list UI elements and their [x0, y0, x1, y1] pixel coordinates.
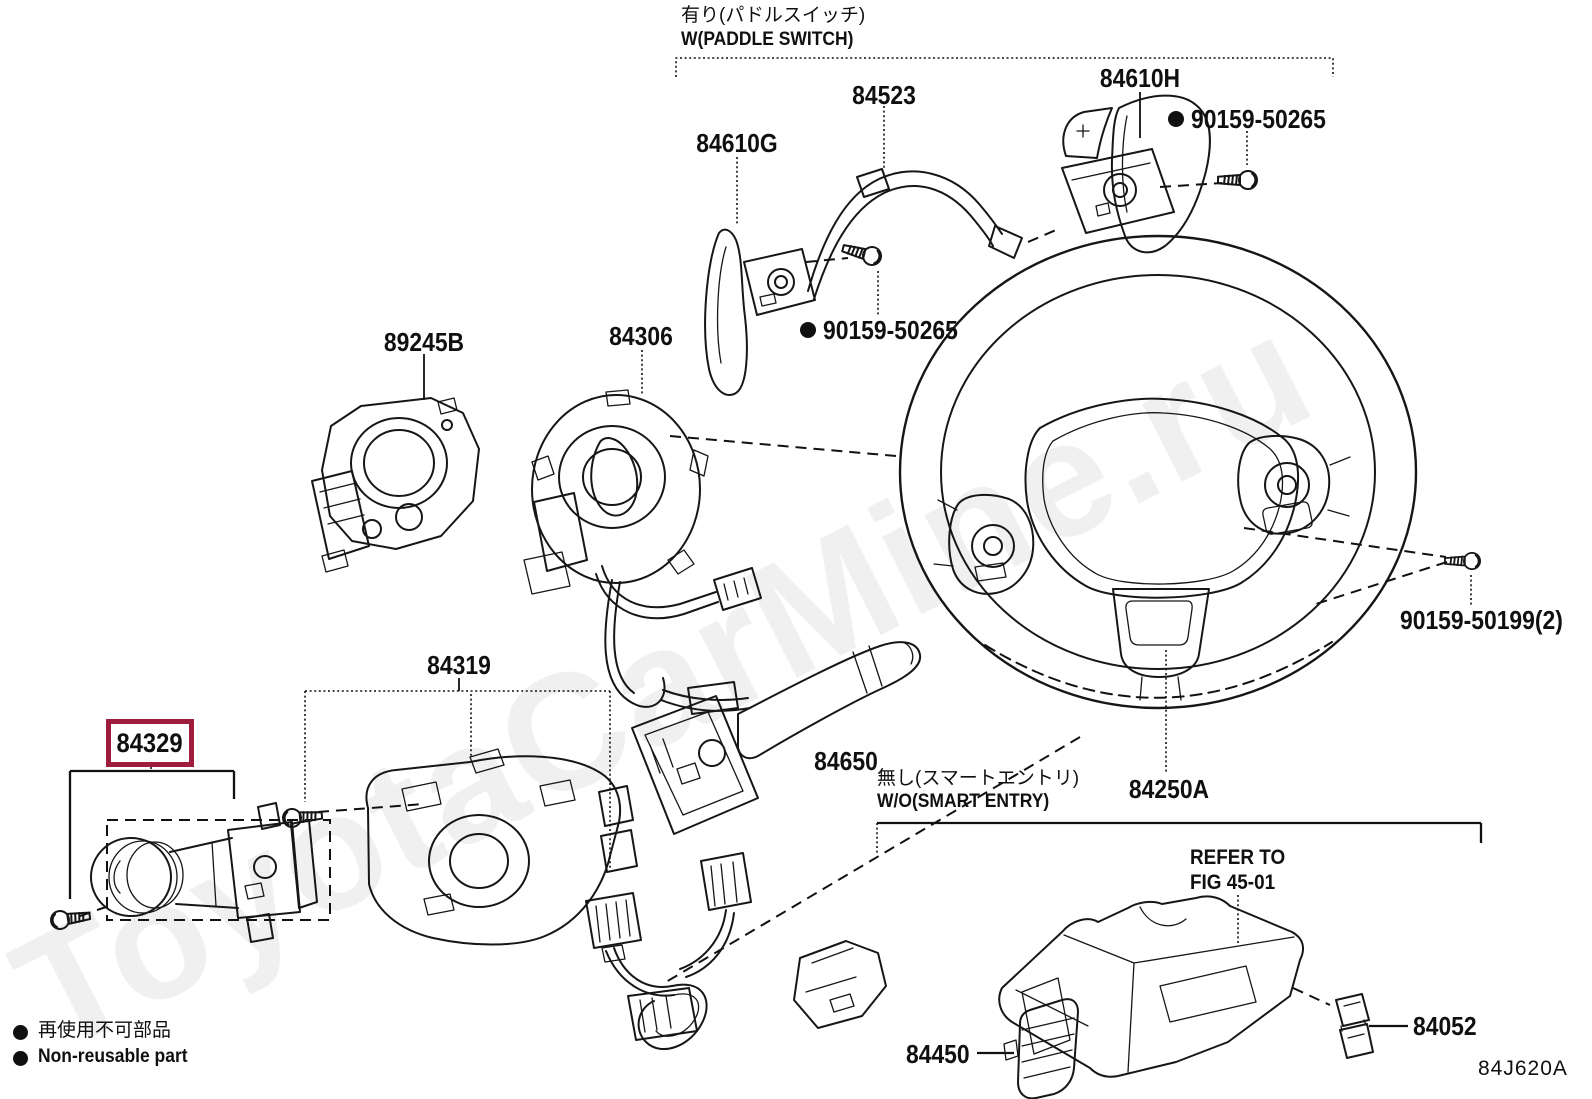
part-label-84650[interactable]: 84650	[814, 746, 878, 776]
drawing-wire-harness	[585, 852, 752, 1050]
drawing-ignition-housing	[998, 895, 1305, 1078]
drawing-paddle-switch-left-84610g	[704, 228, 816, 396]
part-label-84610h[interactable]: 84610H	[1099, 63, 1181, 93]
part-label-84450[interactable]: 84450	[906, 1039, 970, 1069]
bracket-84329-group	[68, 767, 425, 921]
drawing-headlamp-switch-84329	[90, 802, 318, 943]
legend-non-reusable-en: Non-reusable part	[38, 1046, 188, 1067]
part-label-90159-50265-top[interactable]: 90159-50265	[1168, 106, 1344, 132]
bracket-paddle-switch-group	[675, 57, 1334, 77]
part-label-84610g[interactable]: 84610G	[696, 128, 778, 158]
drawing-transponder-84052	[1335, 993, 1374, 1059]
figure-code: 84J620A	[1478, 1057, 1568, 1080]
screw-icon	[48, 170, 1481, 932]
reference-note: REFER TO FIG 45-01	[1190, 846, 1286, 894]
legend-non-reusable-jp: 再使用不可部品	[38, 1020, 172, 1041]
part-label-84250a[interactable]: 84250A	[1128, 774, 1210, 804]
non-reusable-bullet	[13, 1025, 28, 1040]
part-label-90159-50265-mid[interactable]: 90159-50265	[800, 317, 976, 343]
bracket-84319-group	[304, 678, 611, 870]
drawing-key-switch-84450	[1003, 998, 1079, 1099]
drawing-paddle-switch-right-84610h	[1061, 94, 1211, 254]
leader-lines	[423, 92, 1472, 1055]
part-label-84523[interactable]: 84523	[852, 80, 916, 110]
highlighted-part-label-84329[interactable]: 84329	[106, 719, 194, 767]
part-label-90159-50199[interactable]: 90159-50199(2)	[1400, 605, 1563, 635]
drawing-spiral-cable-84306	[523, 389, 762, 715]
variant-note-smart-jp: 無し(スマートエントリ)	[877, 768, 1080, 789]
non-reusable-bullet	[800, 322, 816, 338]
part-label-89245b[interactable]: 89245B	[383, 327, 465, 357]
drawing-switch-wire-84523	[807, 168, 1023, 300]
non-reusable-bullet	[13, 1051, 28, 1066]
part-label-84052[interactable]: 84052	[1413, 1011, 1477, 1041]
part-label-84306[interactable]: 84306	[609, 321, 673, 351]
non-reusable-bullet	[1168, 111, 1184, 127]
variant-note-paddle-en: W(PADDLE SWITCH)	[681, 29, 854, 50]
variant-note-paddle-jp: 有り(パドルスイッチ)	[681, 5, 866, 26]
drawing-steering-wheel-84250a	[898, 234, 1418, 710]
part-label-84319[interactable]: 84319	[427, 650, 491, 680]
variant-note-smart-en: W/O(SMART ENTRY)	[877, 791, 1050, 812]
bracket-smart-entry-group	[876, 821, 1483, 853]
drawing-switch-bracket-84319	[365, 748, 638, 946]
drawing-wiper-switch-84650	[631, 641, 922, 835]
drawing-column-clamp	[793, 940, 887, 1029]
drawing-steering-sensor-89245b	[311, 397, 480, 573]
